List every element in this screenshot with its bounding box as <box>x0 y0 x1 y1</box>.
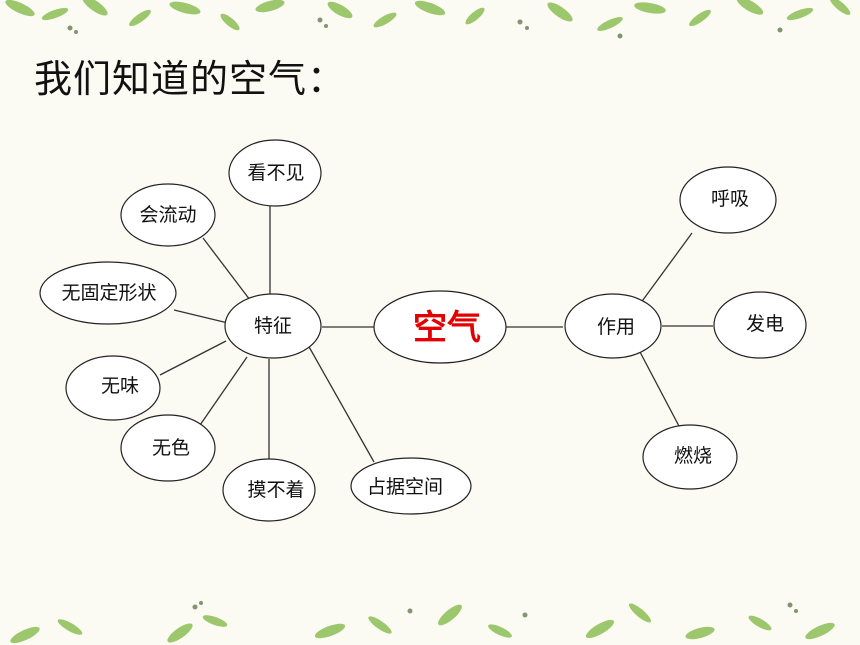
center-node <box>373 290 507 364</box>
feature-node-no-fixed-shape <box>39 261 177 325</box>
connector-line <box>197 356 248 429</box>
feature-node-tasteless <box>65 355 161 421</box>
use-label-breathing: 呼吸 <box>711 188 749 210</box>
uses-hub-node <box>564 293 662 359</box>
feature-label-no-fixed-shape: 无固定形状 <box>61 282 156 304</box>
uses-hub-label: 作用 <box>597 316 635 338</box>
feature-node-colorless <box>120 414 216 482</box>
page-title: 我们知道的空气： <box>34 57 347 101</box>
feature-label-colorless: 无色 <box>152 437 190 459</box>
center-label: 空气 <box>413 308 481 348</box>
feature-label-tasteless: 无味 <box>101 375 139 397</box>
feature-label-intangible: 摸不着 <box>247 479 304 501</box>
feature-node-occupies-space <box>350 457 472 515</box>
features-hub-node <box>224 293 322 359</box>
use-label-power: 发电 <box>746 313 784 335</box>
connector-line <box>202 237 251 301</box>
feature-node-invisible <box>228 139 322 207</box>
feature-label-flows: 会流动 <box>139 204 196 226</box>
connector-line <box>173 309 229 324</box>
connector-line <box>159 340 227 376</box>
features-hub-label: 特征 <box>254 315 292 337</box>
feature-node-flows <box>120 183 216 247</box>
connector-line <box>639 351 681 429</box>
use-node-breathing <box>679 166 777 234</box>
connector-line <box>639 232 693 305</box>
use-node-power <box>713 291 807 359</box>
feature-node-intangible <box>222 458 316 522</box>
use-label-burning: 燃烧 <box>674 445 712 467</box>
feature-label-occupies-space: 占据空间 <box>367 476 443 498</box>
connector-line <box>307 344 375 463</box>
feature-label-invisible: 看不见 <box>247 162 304 184</box>
use-node-burning <box>642 424 738 490</box>
